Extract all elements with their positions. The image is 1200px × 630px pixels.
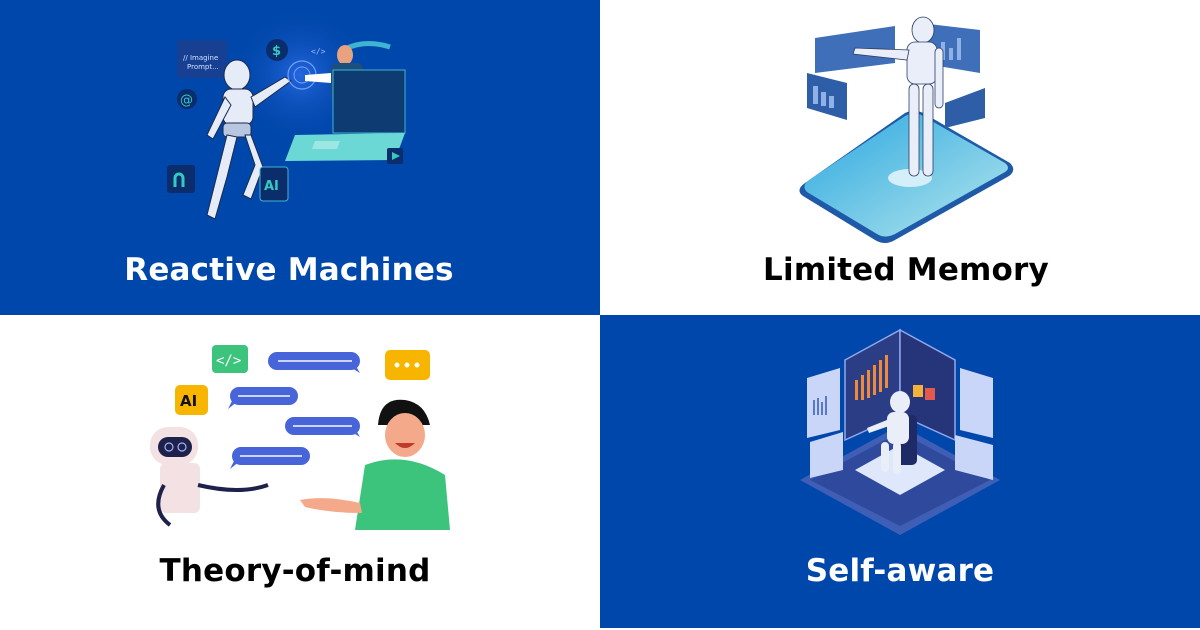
svg-text:AI: AI	[264, 179, 279, 194]
svg-text:@: @	[180, 93, 193, 108]
ai-chip-icon: AI	[259, 166, 289, 202]
svg-text:Prompt...: Prompt...	[187, 63, 219, 71]
theory-of-mind-illustration: </> AI	[150, 345, 450, 530]
panel-title: Self-aware	[805, 553, 995, 589]
robot-figure	[150, 427, 269, 527]
panel-limited-memory: Limited Memory	[600, 0, 1200, 315]
robot-figure	[206, 59, 292, 220]
analytics-screen	[807, 368, 840, 438]
panel-theory-of-mind: </> AI	[0, 315, 600, 630]
panel-title: Reactive Machines	[124, 252, 454, 288]
panel-self-aware: Self-aware	[600, 315, 1200, 628]
laptop-icon	[285, 69, 406, 161]
svg-text:$: $	[272, 44, 281, 59]
analytics-screen	[960, 368, 993, 438]
at-icon	[177, 89, 197, 109]
dashboard-panel	[945, 88, 985, 128]
panel-title: Limited Memory	[763, 252, 1049, 288]
reactive-machines-illustration: // Imagine Prompt... $ </> @	[167, 15, 406, 220]
svg-text:// Imagine: // Imagine	[183, 54, 218, 62]
analytics-screen	[955, 435, 993, 480]
ai-badge-icon	[175, 385, 208, 415]
panel-title: Theory-of-mind	[159, 553, 431, 589]
panel-reactive-machines: // Imagine Prompt... $ </> @	[0, 0, 600, 315]
limited-memory-illustration	[799, 16, 1014, 243]
dollar-icon	[266, 39, 288, 61]
svg-text:AI: AI	[180, 392, 197, 410]
prompt-card-icon: // Imagine Prompt...	[177, 40, 227, 78]
svg-text:</>: </>	[311, 47, 326, 56]
man-figure	[300, 399, 450, 530]
robot-figure	[867, 391, 917, 474]
robot-figure	[852, 16, 944, 177]
svg-text:</>: </>	[216, 353, 241, 369]
code-icon	[212, 345, 248, 373]
dashboard-panel	[807, 73, 847, 120]
folder-icon	[167, 165, 195, 193]
analytics-screen	[810, 432, 843, 478]
self-aware-illustration	[800, 328, 1000, 535]
